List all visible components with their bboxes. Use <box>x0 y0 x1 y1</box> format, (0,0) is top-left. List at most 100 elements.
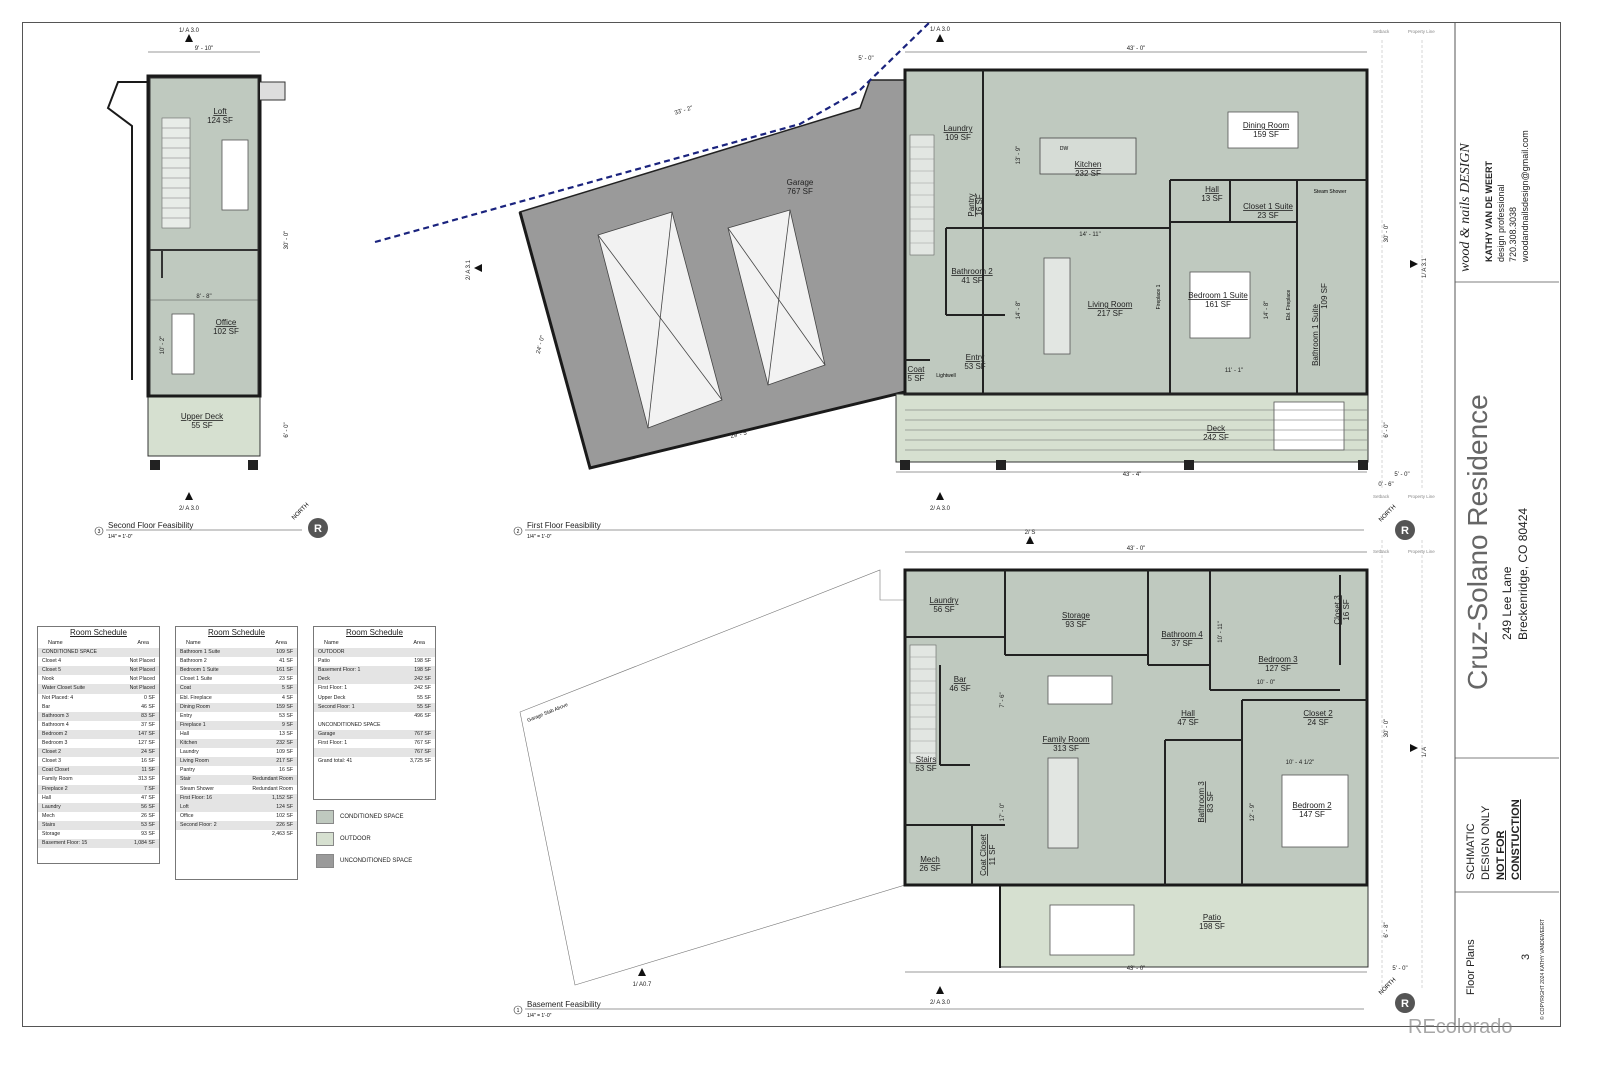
schedule-area: 93 SF <box>141 830 155 837</box>
schedule-name: Bedroom 3 <box>42 740 68 747</box>
schedule-name: Bathroom 1 Suite <box>180 649 221 656</box>
schedule-name: UNCONDITIONED SPACE <box>318 721 381 728</box>
schedule-name: Deck <box>318 676 330 683</box>
first-floor-scale: 1/4" = 1'-0" <box>527 534 552 540</box>
basement-title-text: Basement Feasibility <box>527 1000 601 1009</box>
second-floor-title-text: Second Floor Feasibility <box>108 521 193 530</box>
ref-first-top: 1/ A 3.0 <box>930 27 951 33</box>
svg-text:2: 2 <box>517 529 520 535</box>
dim-basement-side: 30' - 0" <box>1384 719 1390 738</box>
room-kitchen-area: 232 SF <box>1075 169 1101 178</box>
schedule-area: 109 SF <box>276 749 293 756</box>
designer-email: woodandnailsdesign@gmail.com <box>1520 130 1530 262</box>
schedule-area: 23 SF <box>279 676 293 683</box>
ref-basement-left: 1/ A0.7 <box>633 982 652 988</box>
room-bedroom2-area: 147 SF <box>1299 810 1325 819</box>
ref-second-bottom: 2/ A 3.0 <box>179 506 200 512</box>
schedule-row: OUTDOOR <box>314 648 435 658</box>
garage-slab-outline <box>519 569 906 986</box>
room-closet2-area: 24 SF <box>1307 718 1328 727</box>
schedule-area: 1,084 SF <box>133 840 155 847</box>
schedule-name: Living Room <box>180 758 209 765</box>
room-bathroom1-name: Bathroom 1 Suite <box>1311 304 1320 366</box>
room-coat-closet-name: Coat Closet <box>979 833 988 876</box>
room-bar-area: 46 SF <box>949 684 970 693</box>
room-b-hall-area: 47 SF <box>1177 718 1198 727</box>
schedule-name: Garage <box>318 730 336 737</box>
second-floor-plan: Loft 124 SF Office 102 SF Upper Deck 55 … <box>106 28 290 512</box>
schedule-area: 127 SF <box>138 740 155 747</box>
schedule-area: 313 SF <box>138 776 155 783</box>
room-bathroom4-area: 37 SF <box>1171 639 1192 648</box>
schedule-name: Water Closet Suite <box>42 685 86 692</box>
schedule-area: 83 SF <box>141 712 155 719</box>
north-arrow-first: R NORTH <box>1378 504 1415 540</box>
ref-first-right: 1/ A 3.1 <box>1422 257 1428 278</box>
schedule-row: Stair Redundant Room <box>176 775 297 785</box>
schedule-name: First Floor: 1 <box>318 685 348 692</box>
dim-family-1: 7' - 6" <box>1000 692 1006 707</box>
room-stairs-name: Stairs <box>916 755 936 764</box>
room-bathroom3-name: Bathroom 3 <box>1197 781 1206 823</box>
schedule-name: Basement Floor: 15 <box>42 840 88 847</box>
designer-phone: 720.308.3038 <box>1508 206 1518 262</box>
dim-living-height: 14' - 8" <box>1016 301 1022 320</box>
room-upper-deck-name: Upper Deck <box>181 412 224 421</box>
room-closet1-area: 23 SF <box>1257 211 1278 220</box>
schedule-name: Mech <box>42 812 55 819</box>
schedule-area: Redundant Room <box>252 785 293 792</box>
north-arrow-basement: R NORTH <box>1378 977 1415 1013</box>
room-office-name: Office <box>216 318 237 327</box>
room-closet3-area: 16 SF <box>1342 599 1351 620</box>
schedule-area: 496 SF <box>414 712 431 719</box>
schedule-name: Stair <box>180 776 191 783</box>
ref-basement-top: 2/ S <box>1025 530 1036 536</box>
schedule-area: 226 SF <box>276 821 293 828</box>
garage-cars <box>597 209 826 429</box>
room-coat-area: 5 SF <box>908 374 925 383</box>
schedule-name: Stairs <box>42 821 56 828</box>
basement-plan: Garage Slab Above <box>519 530 1435 1006</box>
room-bedroom1-name: Bedroom 1 Suite <box>1188 291 1248 300</box>
room-mech-name: Mech <box>920 855 940 864</box>
room-hall-area: 13 SF <box>1201 194 1222 203</box>
dim-b3-height: 10' - 11" <box>1218 621 1224 643</box>
project-title: Cruz-Solano Residence <box>1462 394 1493 690</box>
schedule-area: 9 SF <box>282 721 293 728</box>
schedule-area: Redundant Room <box>252 776 293 783</box>
basement-scale: 1/4" = 1'-0" <box>527 1013 552 1019</box>
schedule-name: Bar <box>42 703 51 710</box>
room-pantry-area: 16 SF <box>975 194 984 215</box>
svg-text:NORTH: NORTH <box>291 502 310 521</box>
schedule-area: 53 SF <box>279 712 293 719</box>
schedule-area: 767 SF <box>414 749 431 756</box>
svg-text:NORTH: NORTH <box>1378 977 1397 996</box>
schedule-row: UNCONDITIONED SPACE <box>314 721 435 730</box>
room-bathroom2-area: 41 SF <box>961 276 982 285</box>
room-bedroom2-name: Bedroom 2 <box>1292 801 1332 810</box>
garage-area <box>519 79 906 469</box>
dim-second-deck: 6' - 0" <box>284 422 290 437</box>
schedule-area: Not Placed <box>129 667 155 674</box>
firm-logo: wood & nails DESIGN <box>1458 143 1473 272</box>
room-bedroom3-area: 127 SF <box>1265 664 1291 673</box>
sheet-number: 3 <box>1520 953 1532 960</box>
dim-garage-width: 29' - 5" <box>730 430 749 440</box>
schedule-area: 37 SF <box>141 721 155 728</box>
room-stairs-area: 53 SF <box>915 764 936 773</box>
schematic-line-1: SCHMATIC <box>1465 823 1477 880</box>
schedule-name: Kitchen <box>180 740 198 747</box>
room-closet3-name: Closet 3 <box>1333 595 1342 625</box>
